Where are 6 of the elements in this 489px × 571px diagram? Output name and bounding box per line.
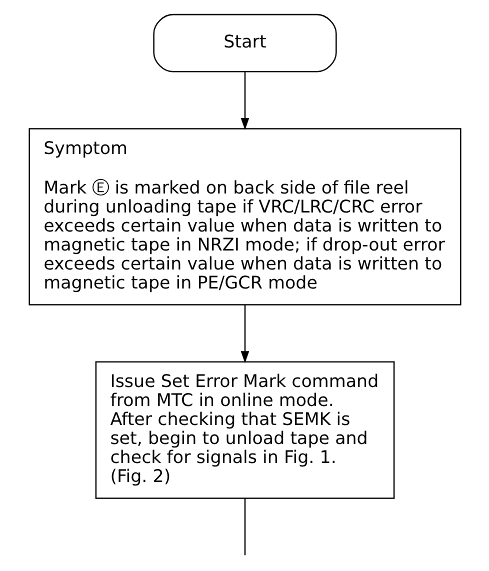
- connector: [244, 498, 246, 556]
- node-box: Issue Set Error Mark command from MTC in online mode. After checking that SEMK is set, begin to unload tape and check for signals in Fig. 1. (Fig. 2): [94, 361, 394, 499]
- arrow: [240, 305, 249, 364]
- node-box: Symptom Mark Ⓔ is marked on back side of file reel during unloading tape if VRC/LRC/CRC error exceeds certain value when data is written to magnetic tape in NRZI mode; if drop-out error exceeds certain value when data is written to magnetic tape in PE/GCR mode: [28, 128, 461, 306]
- node-box: Start: [152, 14, 336, 72]
- arrow: [240, 72, 249, 130]
